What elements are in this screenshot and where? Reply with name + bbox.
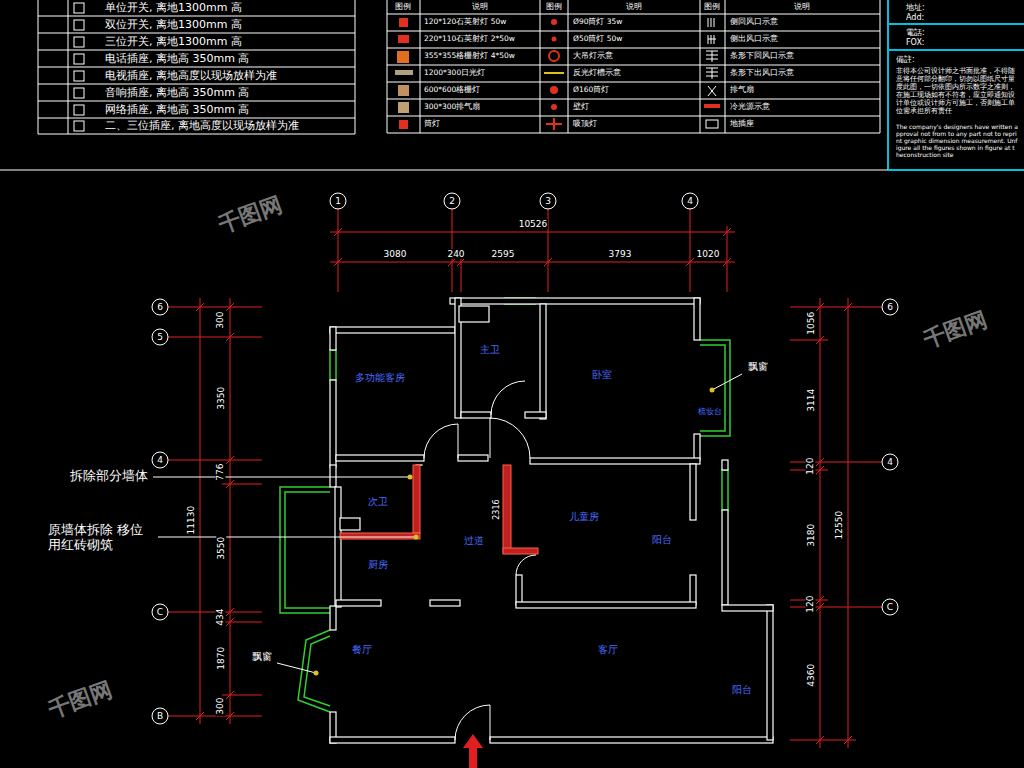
dimension: 3550 (216, 536, 226, 561)
table-cell: 355*355格栅射灯 4*50w (424, 52, 515, 61)
dimension: 300 (216, 310, 226, 329)
table-cell: 单位开关, 离地1300mm 高 (105, 2, 242, 15)
note-text: 非得本公司设计师之书面批准，不得随意将任何部分翻印，切勿以图纸尺寸量度此图，一切… (896, 67, 1018, 115)
dimension: 3793 (608, 249, 633, 259)
table-cell: 120*120石英射灯 50w (424, 18, 506, 27)
callout-text: 飘窗 (748, 361, 768, 373)
room-name: 卧室 (592, 369, 612, 381)
dimension: 4360 (806, 663, 816, 688)
table-cell: 冷光源示意 (730, 103, 770, 112)
table-cell: Ø90筒灯 35w (573, 18, 623, 27)
room-name: 主卫 (480, 344, 500, 356)
dimension: 776 (216, 462, 226, 481)
table-cell: 壁灯 (573, 103, 589, 112)
axis-number: B (157, 711, 163, 721)
info-field: 備註: (896, 55, 915, 64)
axis-number: 2 (449, 196, 455, 206)
table-header: 图例 (546, 3, 562, 12)
axis-number: 4 (887, 457, 893, 467)
table-cell: 二、三位插座, 离地高度以现场放样为准 (105, 120, 299, 133)
dimension: 3350 (216, 386, 226, 411)
axis-number: 3 (545, 196, 551, 206)
table-cell: 反光灯槽示意 (573, 69, 621, 78)
watermark: 千图网 (215, 192, 286, 238)
room-name: 客厅 (598, 644, 618, 656)
dimension: 3114 (806, 388, 816, 413)
table-header: 说明 (626, 3, 642, 12)
table-header: 图例 (395, 3, 411, 12)
room-name: 厨房 (368, 559, 388, 571)
table-cell: 吸顶灯 (573, 120, 597, 129)
table-cell: 600*600格栅灯 (424, 86, 480, 95)
table-cell: 排气扇 (730, 86, 754, 95)
axis-number: 6 (887, 302, 893, 312)
room-name: 阳台 (732, 684, 752, 696)
dimension: 1020 (696, 249, 721, 259)
table-cell: 电话插座, 离地高 350mm 高 (105, 53, 249, 66)
dimension: 300 (216, 696, 226, 715)
table-cell: 大吊灯示意 (573, 52, 613, 61)
annotation: 拆除部分墙体 (70, 469, 148, 484)
axis-number: 5 (157, 332, 163, 342)
note-text: The company's designers have written app… (896, 124, 1018, 158)
room-name: 多功能客房 (355, 372, 405, 384)
axis-number: 4 (157, 455, 163, 465)
table-header: 说明 (472, 3, 488, 12)
watermark: 千图网 (920, 307, 991, 353)
dimension: 240 (446, 249, 465, 259)
info-field: 地址: (906, 3, 925, 12)
axis-number: 4 (687, 196, 693, 206)
axis-number: 1 (335, 196, 341, 206)
dimension: 3180 (806, 523, 816, 548)
table-cell: 电视插座, 离地高度以现场放样为准 (105, 70, 277, 83)
dimension: 120 (806, 456, 816, 475)
table-cell: 220*110石英射灯 2*50w (424, 35, 515, 44)
dimension: 10526 (518, 219, 549, 229)
dimension: 434 (216, 607, 226, 626)
dimension: 2316 (491, 499, 500, 521)
table-cell: Ø160筒灯 (573, 86, 609, 95)
info-field: Add: (906, 13, 924, 22)
info-field: 電話: (906, 28, 925, 37)
room-name: 阳台 (652, 534, 672, 546)
dimension: 3080 (383, 249, 408, 259)
room-name: 次卫 (368, 496, 388, 508)
table-cell: 网络插座, 离地高 350mm 高 (105, 104, 249, 117)
watermark: 千图网 (45, 677, 116, 723)
table-cell: 筒灯 (424, 120, 440, 129)
dimension: 120 (806, 594, 816, 613)
table-cell: 侧回风口示意 (730, 18, 778, 27)
dimension: 11130 (186, 505, 196, 536)
table-cell: 条形下回风口示意 (730, 52, 794, 61)
table-cell: 1200*300日光灯 (424, 69, 485, 78)
room-name: 餐厅 (352, 644, 372, 656)
callout-text: 飘窗 (252, 651, 272, 663)
dimension: 12550 (834, 510, 844, 541)
table-header: 图例 (704, 3, 720, 12)
table-cell: 条形下出风口示意 (730, 69, 794, 78)
table-cell: 双位开关, 离地1300mm 高 (105, 19, 242, 32)
dimension: 1870 (216, 646, 226, 671)
table-cell: Ø50筒灯 50w (573, 35, 623, 44)
axis-number: C (887, 602, 893, 612)
table-cell: 侧出风口示意 (730, 35, 778, 44)
table-cell: 三位开关, 离地1300mm 高 (105, 36, 242, 49)
table-cell: 音响插座, 离地高 350mm 高 (105, 87, 249, 100)
axis-number: 6 (157, 302, 163, 312)
table-header: 说明 (794, 3, 810, 12)
table-cell: 地插座 (730, 120, 754, 129)
room-name: 梳妆台 (698, 407, 722, 416)
axis-number: C (157, 607, 163, 617)
room-name: 过道 (464, 535, 484, 547)
annotation: 原墙体拆除 移位 用红砖砌筑 (48, 523, 154, 553)
room-name: 儿童房 (569, 511, 599, 523)
dimension: 2595 (491, 249, 516, 259)
table-cell: 300*300排气扇 (424, 103, 480, 112)
info-field: FOX: (906, 38, 925, 47)
dimension: 1056 (806, 311, 816, 336)
